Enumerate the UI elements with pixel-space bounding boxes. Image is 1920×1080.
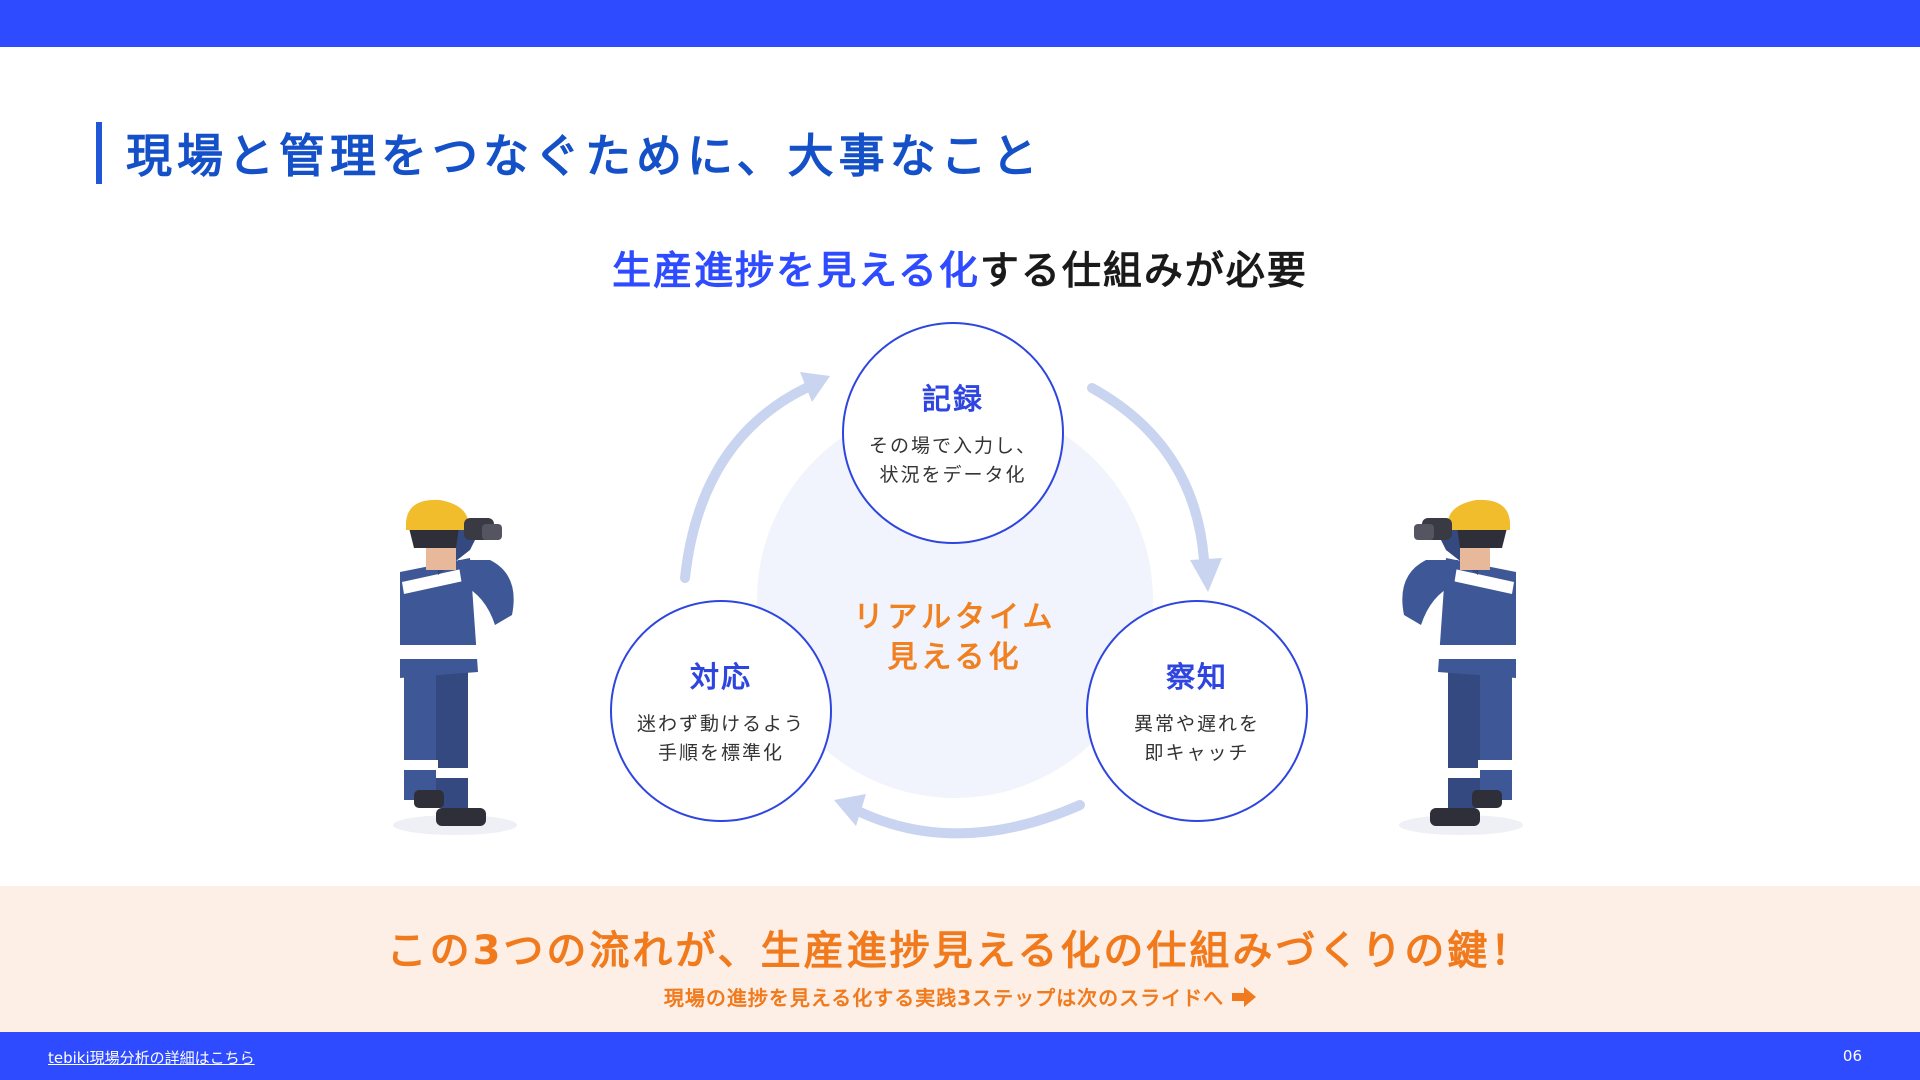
node-description-line: 手順を標準化 bbox=[657, 742, 784, 764]
center-background-circle bbox=[757, 402, 1153, 798]
center-label-line: リアルタイム bbox=[853, 600, 1057, 635]
node-title: 対応 bbox=[689, 660, 752, 694]
node-title: 察知 bbox=[1165, 660, 1228, 694]
key-message-band bbox=[0, 886, 1920, 1032]
node-description-line: 状況をデータ化 bbox=[879, 464, 1027, 486]
cycle-node-respond: 対応 迷わず動けるよう 手順を標準化 bbox=[610, 600, 832, 822]
center-label-line: 見える化 bbox=[887, 640, 1023, 675]
footer-bar: tebiki現場分析の詳細はこちら 06 bbox=[0, 1032, 1920, 1080]
cycle-node-detect: 察知 異常や遅れを 即キャッチ bbox=[1086, 600, 1308, 822]
cycle-arrow-bottom bbox=[834, 794, 1085, 839]
key-message: この3つの流れが、生産進捗見える化の仕組みづくりの鍵！ bbox=[386, 928, 1534, 974]
node-description-line: その場で入力し、 bbox=[868, 435, 1037, 457]
page-title: 現場と管理をつなぐために、大事なこと bbox=[126, 129, 1043, 183]
node-description-line: 即キャッチ bbox=[1144, 742, 1250, 764]
node-description: 迷わず動けるよう 手順を標準化 bbox=[637, 710, 805, 768]
worker-right-illustration bbox=[1399, 499, 1523, 835]
node-description-line: 迷わず動けるよう bbox=[636, 713, 805, 735]
worker-left-illustration bbox=[393, 499, 517, 835]
cycle-arrow-right bbox=[1087, 383, 1222, 592]
page-number: 06 bbox=[1842, 1047, 1862, 1065]
page-header: 現場と管理をつなぐために、大事なこと bbox=[96, 122, 1043, 184]
title-accent-bar bbox=[96, 122, 102, 184]
subtitle: 生産進捗を見える化する仕組みが必要 bbox=[0, 240, 1920, 296]
cycle-node-record: 記録 その場で入力し、 状況をデータ化 bbox=[842, 322, 1064, 544]
next-slide-text: 現場の進捗を見える化する実践3ステップは次のスライドへ bbox=[663, 986, 1225, 1010]
top-bar bbox=[0, 0, 1920, 47]
node-description: その場で入力し、 状況をデータ化 bbox=[869, 432, 1037, 490]
subtitle-rest: する仕組みが必要 bbox=[979, 249, 1308, 294]
next-slide-note: 現場の進捗を見える化する実践3ステップは次のスライドへ bbox=[0, 982, 1920, 1011]
footer-link[interactable]: tebiki現場分析の詳細はこちら bbox=[48, 1049, 255, 1067]
arrow-right-icon bbox=[1232, 986, 1257, 1007]
node-title: 記録 bbox=[921, 382, 984, 416]
center-label: リアルタイム 見える化 bbox=[820, 598, 1090, 678]
subtitle-highlight: 生産進捗を見える化 bbox=[612, 249, 980, 294]
cycle-arrow-top-left bbox=[680, 372, 830, 583]
node-description-line: 異常や遅れを bbox=[1133, 713, 1260, 735]
node-description: 異常や遅れを 即キャッチ bbox=[1134, 710, 1260, 768]
